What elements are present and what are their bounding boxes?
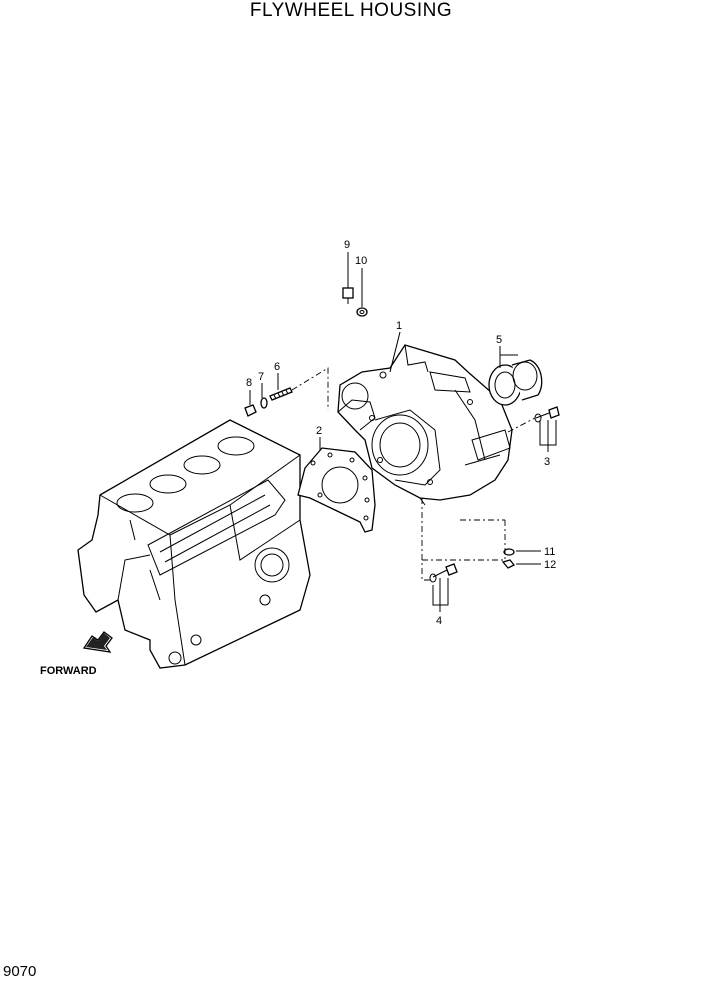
stud-part-6 (269, 387, 293, 401)
bolt-part-9 (342, 287, 354, 304)
callout-6: 6 (274, 361, 280, 373)
page-code: 9070 (3, 963, 37, 980)
washer-part-11 (503, 548, 515, 556)
callout-12: 12 (544, 559, 556, 571)
callout-5: 5 (496, 334, 502, 346)
callout-7: 7 (258, 371, 264, 383)
callout-2: 2 (316, 425, 322, 437)
forward-arrow-icon (82, 631, 113, 653)
oil-seal-part-5 (488, 359, 543, 406)
page-title: FLYWHEEL HOUSING (249, 0, 453, 21)
engine-block (77, 419, 311, 669)
gasket-part-2 (297, 447, 376, 533)
callout-labels: 1 2 3 4 5 6 7 8 9 10 11 12 (246, 239, 556, 627)
callout-1: 1 (396, 320, 402, 332)
leader-lines (249, 252, 557, 612)
callout-9: 9 (344, 239, 350, 251)
callout-4: 4 (436, 615, 442, 627)
callout-11: 11 (544, 546, 555, 558)
callout-3: 3 (544, 456, 550, 468)
callout-10: 10 (355, 255, 367, 267)
flywheel-housing-part-1 (337, 344, 513, 506)
forward-label: FORWARD (40, 665, 97, 677)
callout-8: 8 (246, 377, 252, 389)
nut-part-12 (501, 559, 516, 569)
washer-part-7 (260, 397, 268, 409)
bolt-part-4 (429, 563, 458, 583)
washer-part-10 (356, 307, 368, 317)
nut-part-8 (244, 404, 257, 417)
bolt-part-3 (534, 406, 560, 423)
